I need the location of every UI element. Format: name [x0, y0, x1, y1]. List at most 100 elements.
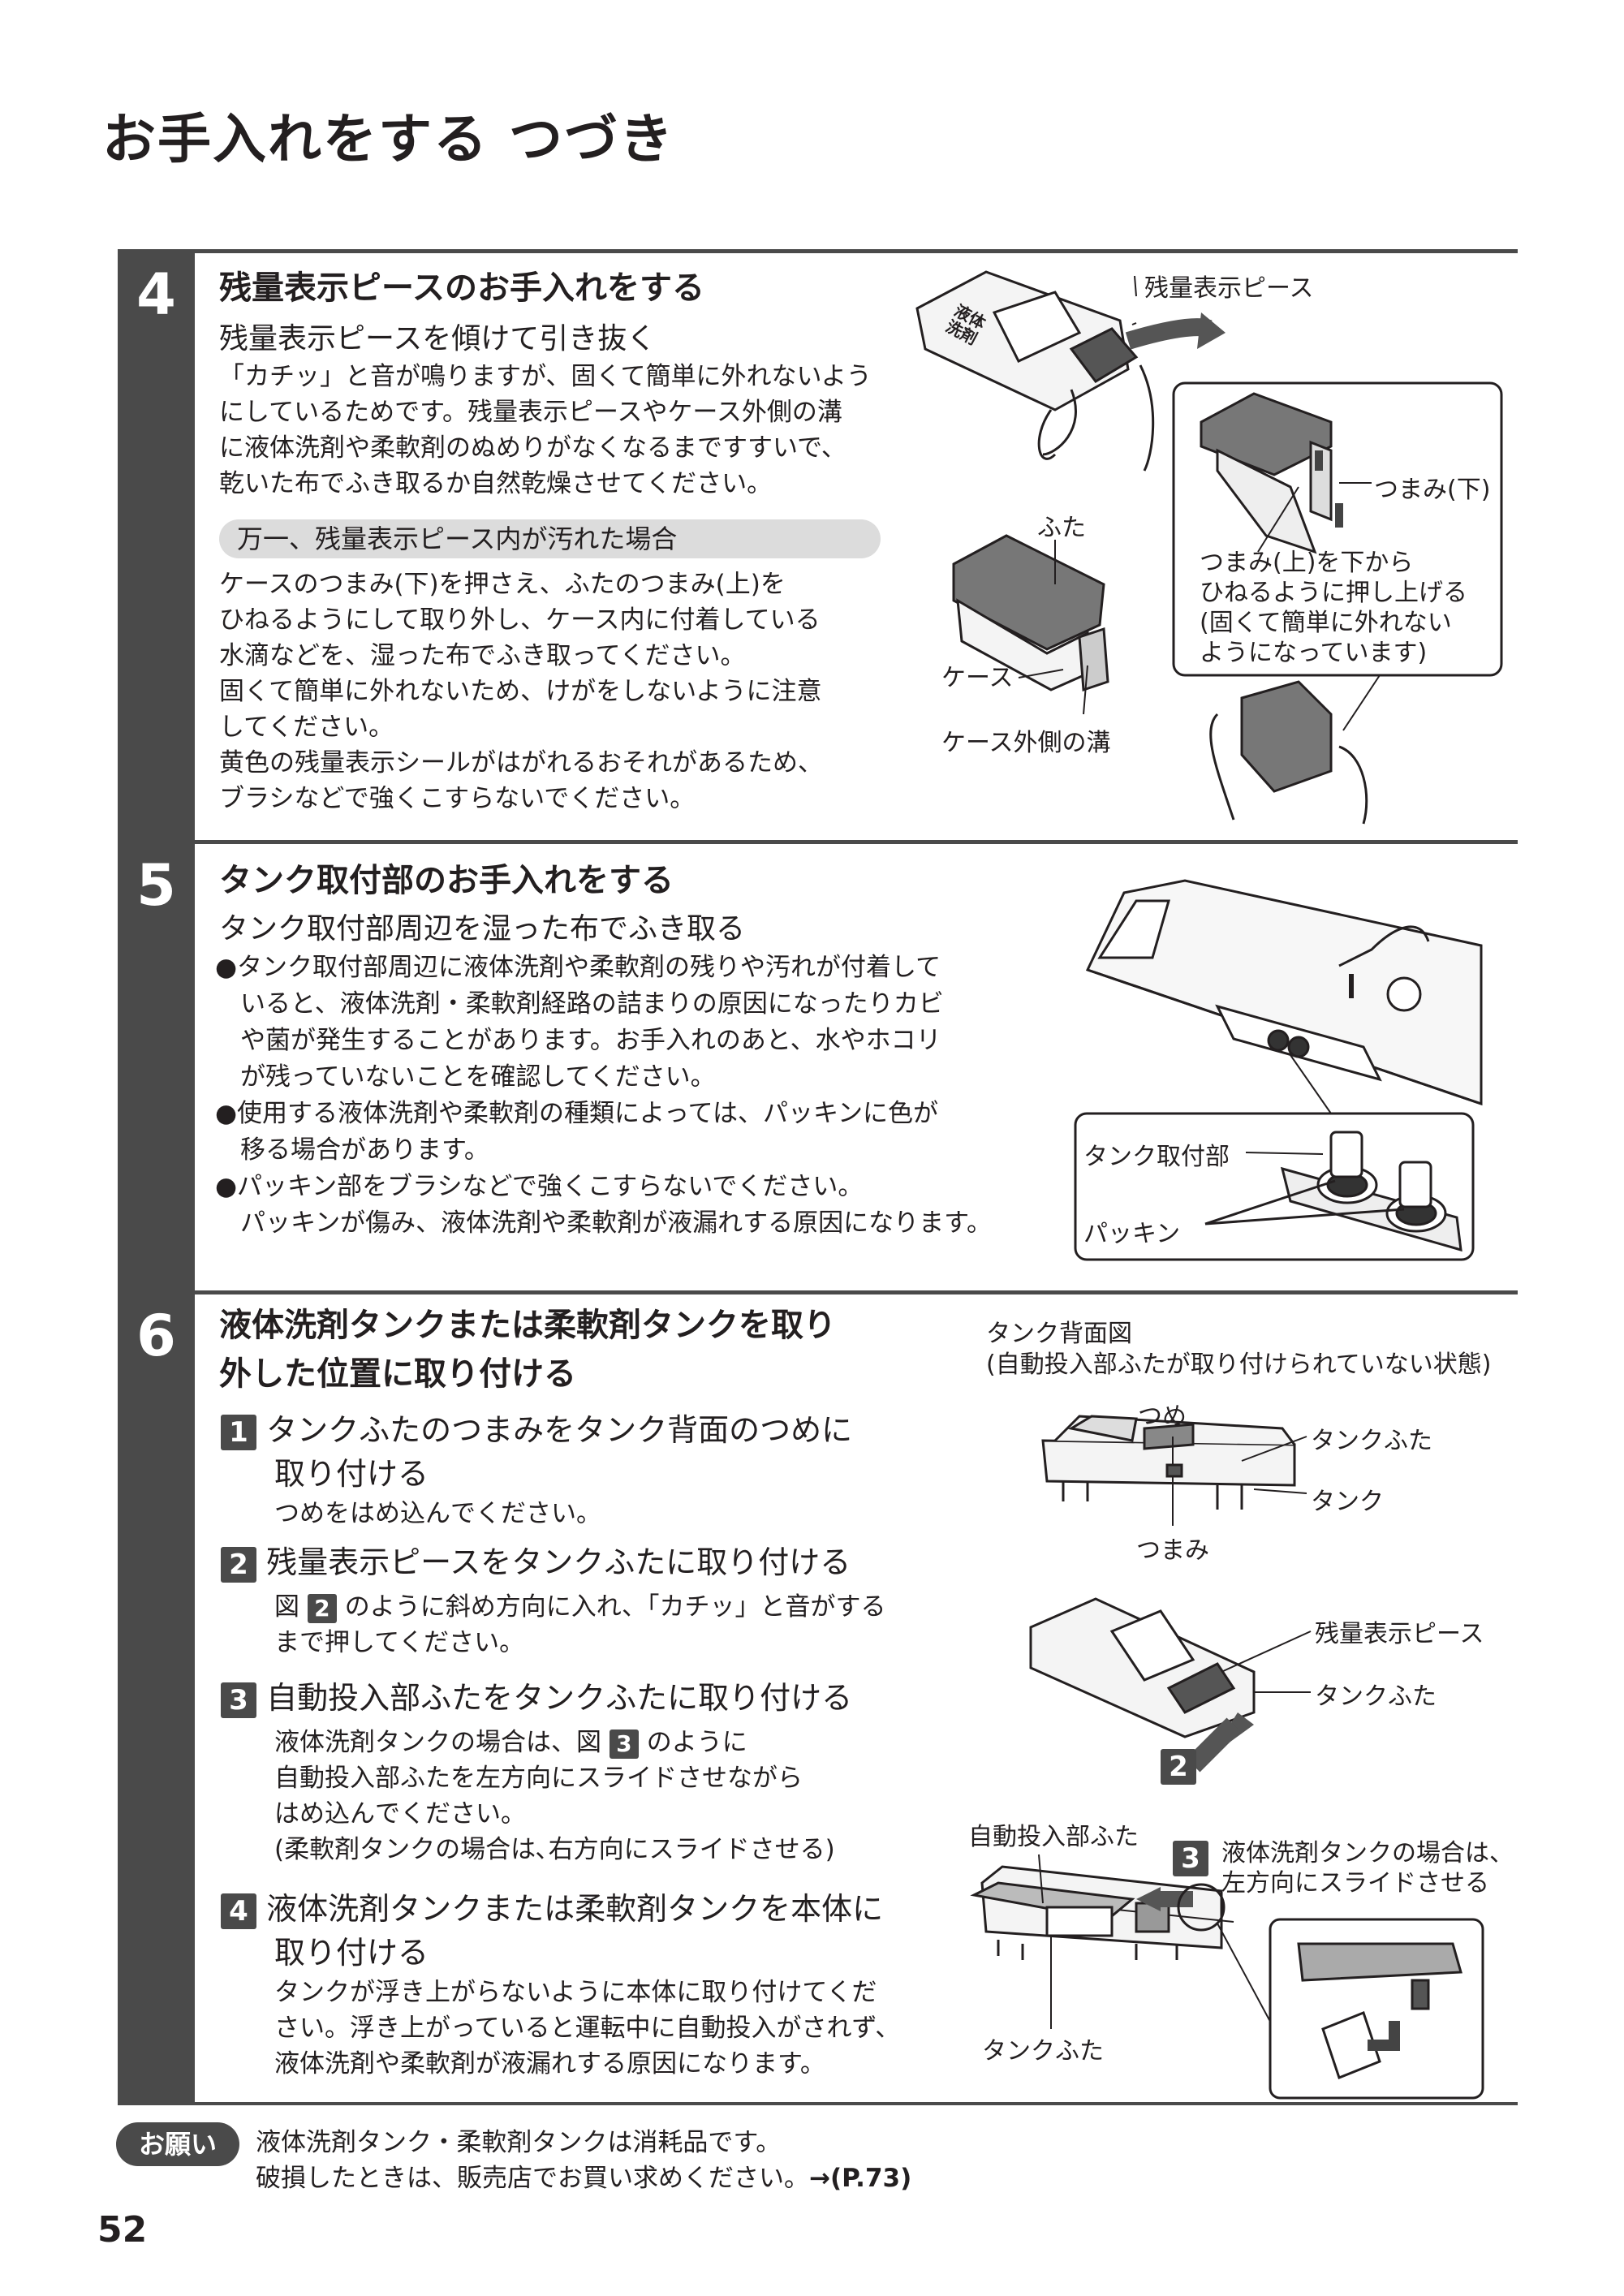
figure-ref-badge: 3 [609, 1729, 639, 1759]
label-tank: タンク [1311, 1488, 1384, 1516]
page-number: 52 [97, 2209, 148, 2251]
figure-ref-badge: 2 [307, 1593, 337, 1623]
case-lid-illustration [952, 534, 1109, 692]
lock-detail [1297, 1942, 1462, 2079]
bullet-line: パッキンが傷み、液体洗剤や柔軟剤が液漏れする原因になります。 [215, 1208, 992, 1238]
step4-body-line: 「カチッ」と音が鳴りますが、固くて簡単に外れないよう [219, 362, 872, 391]
step4-divider [118, 249, 1518, 253]
substep-4: 4 液体洗剤タンクまたは柔軟剤タンクを本体に 取り付ける タンクが浮き上がらない… [221, 1887, 900, 2082]
substep-body: つめをはめ込んでください。 [274, 1499, 601, 1528]
callout-line: ケースのつまみ(下)を押さえ、ふたのつまみ(上)を [219, 570, 786, 599]
bullet-line: ●使用する液体洗剤や柔軟剤の種類によっては、パッキンに色が [215, 1099, 939, 1128]
step4-callout-body: ケースのつまみ(下)を押さえ、ふたのつまみ(上)を ひねるようにして取り外し、ケ… [219, 566, 823, 816]
knob-detail-illustration [1200, 392, 1343, 554]
heading-line: 外した位置に取り付ける [219, 1355, 576, 1393]
label-packing: パッキン [1083, 1220, 1181, 1248]
callout-line: 水滴などを、湿った布でふき取ってください。 [219, 641, 746, 670]
substep-body: のように斜め方向に入れ、「カチッ」と音がする [344, 1592, 886, 1622]
step4-subheading: 残量表示ピースを傾けて引き抜く [219, 322, 657, 355]
callout-line: ブラシなどで強くこすらないでください。 [219, 784, 696, 813]
label-knob-upper: つまみ(上)を下から ひねるように押し上げる (固くて簡単に外れない ようになっ… [1200, 548, 1467, 668]
step4-body-line: に液体洗剤や柔軟剤のぬめりがなくなるまですすいで、 [219, 433, 846, 463]
substep-title: 液体洗剤タンクまたは柔軟剤タンクを本体に [266, 1891, 884, 1927]
label-line: つまみ(上)を下から [1200, 549, 1414, 577]
callout-line: 黄色の残量表示シールがはがれるおそれがあるため、 [219, 748, 823, 778]
step4-sidebar [118, 253, 195, 840]
step4-callout: 万一、残量表示ピース内が汚れた場合 [219, 519, 881, 558]
step4-body-line: にしているためです。残量表示ピースやケース外側の溝 [219, 398, 842, 427]
substep-body: (柔軟剤タンクの場合は､右方向にスライドさせる) [274, 1835, 835, 1864]
auto-lid-illustration [970, 1865, 1234, 1960]
bullet-line: ●タンク取付部周辺に液体洗剤や柔軟剤の残りや汚れが付着して [215, 953, 941, 982]
fig3-text: 液体洗剤タンクの場合は、 左方向にスライドさせる [1221, 1838, 1514, 1898]
label-auto-lid: 自動投入部ふた [968, 1823, 1139, 1851]
substep-1-badge: 1 [221, 1414, 256, 1450]
substep-2: 2 残量表示ピースをタンクふたに取り付ける 図 2 のように斜め方向に入れ、「カ… [221, 1540, 886, 1661]
figure-3-badge: 3 [1173, 1841, 1208, 1876]
note-line: 破損したときは、販売店でお買い求めください。 [256, 2164, 809, 2193]
bullet-line: ●パッキン部をブラシなどで強くこすらないでください。 [215, 1172, 864, 1201]
tank-mount-illustration [1085, 879, 1483, 1106]
step5-sidebar [118, 844, 195, 1290]
fig2-number: 2 [1161, 1749, 1196, 1785]
fig3-text-line: 左方向にスライドさせる [1221, 1869, 1489, 1898]
label-case: ケース [941, 664, 1014, 692]
note-line: 液体洗剤タンク・柔軟剤タンクは消耗品です。 [256, 2128, 782, 2157]
piece-insert-illustration [1029, 1597, 1256, 1773]
label-tank-lid-2: タンクふた [1315, 1682, 1437, 1711]
page-ref-link[interactable]: →(P.73) [809, 2164, 912, 2193]
step5-heading: タンク取付部のお手入れをする [219, 862, 674, 899]
label-piece: 残量表示ピース [1144, 274, 1314, 303]
label-knob: つまみ [1136, 1536, 1209, 1565]
label-line: (固くて簡単に外れない [1200, 609, 1452, 637]
bullet-line: や菌が発生することがあります。お手入れのあと、水やホコリ [215, 1026, 941, 1055]
step6-sidebar [118, 1294, 195, 2102]
label-line: ようになっています) [1200, 639, 1428, 667]
callout-line: ひねるようにして取り外し、ケース内に付着している [219, 605, 821, 635]
label-tank-lid: タンクふた [1311, 1427, 1432, 1455]
piece-pull-illustration [915, 270, 1226, 472]
step5-divider [118, 840, 1518, 844]
figure-2-badge: 2 [1161, 1749, 1196, 1785]
substep-1: 1 タンクふたのつまみをタンク背面のつめに 取り付ける つめをはめ込んでください… [221, 1408, 852, 1531]
substep-body: はめ込んでください。 [274, 1799, 526, 1829]
label-tank-mount: タンク取付部 [1083, 1143, 1230, 1171]
label-lid: ふた [1037, 514, 1086, 542]
step4-number: 4 [136, 261, 176, 328]
callout-line: 固くて簡単に外れないため、けがをしないように注意 [219, 677, 822, 706]
substep-body: 液体洗剤タンクの場合は、図 [274, 1728, 601, 1757]
substep-title: タンクふたのつまみをタンク背面のつめに [266, 1412, 853, 1448]
bullet-line: が残っていないことを確認してください。 [215, 1062, 716, 1092]
step5-bullets: ●タンク取付部周辺に液体洗剤や柔軟剤の残りや汚れが付着して いると、液体洗剤・柔… [215, 950, 992, 1242]
note-text: 液体洗剤タンク・柔軟剤タンクは消耗品です。 破損したときは、販売店でお買い求めく… [256, 2125, 911, 2196]
substep-body: 液体洗剤や柔軟剤が液漏れする原因になります。 [274, 2049, 825, 2078]
substep-body: のように [646, 1728, 747, 1757]
label-knob-lower: つまみ(下) [1374, 476, 1491, 504]
bullet-line: いると、液体洗剤・柔軟剤経路の詰まりの原因になったりカビ [215, 989, 944, 1019]
step4-heading: 残量表示ピースのお手入れをする [219, 269, 704, 307]
callout-line: してください。 [219, 713, 394, 742]
step4-body-line: 乾いた布でふき取るか自然乾燥させてください。 [219, 469, 773, 498]
step4-body: 「カチッ」と音が鳴りますが、固くて簡単に外れないよう にしているためです。残量表… [219, 359, 872, 502]
hands-illustration [1209, 680, 1368, 825]
substep-4-badge: 4 [221, 1893, 256, 1929]
label-line: ひねるように押し上げる [1200, 579, 1467, 607]
caption-line: タンク背面図 [986, 1320, 1132, 1348]
figure-caption: タンク背面図 (自動投入部ふたが取り付けられていない状態) [986, 1319, 1492, 1381]
page-title: お手入れをする つづき [102, 108, 674, 170]
step5-subheading: タンク取付部周辺を湿った布でふき取る [219, 912, 746, 946]
bullet-line: 移る場合があります。 [215, 1135, 489, 1165]
substep-body: まで押してください。 [274, 1628, 525, 1657]
step6-divider [118, 1290, 1518, 1294]
caption-line: (自動投入部ふたが取り付けられていない状態) [986, 1350, 1492, 1379]
substep-body: 自動投入部ふたを左方向にスライドさせながら [274, 1764, 803, 1793]
substep-title: 取り付ける [274, 1935, 429, 1971]
substep-body: さい。浮き上がっていると運転中に自動投入がされず、 [274, 2014, 901, 2043]
step6-number: 6 [136, 1303, 176, 1369]
label-tank-lid-3: タンクふた [982, 2037, 1104, 2066]
step5-number: 5 [136, 852, 176, 919]
label-claw: つめ [1138, 1402, 1187, 1431]
